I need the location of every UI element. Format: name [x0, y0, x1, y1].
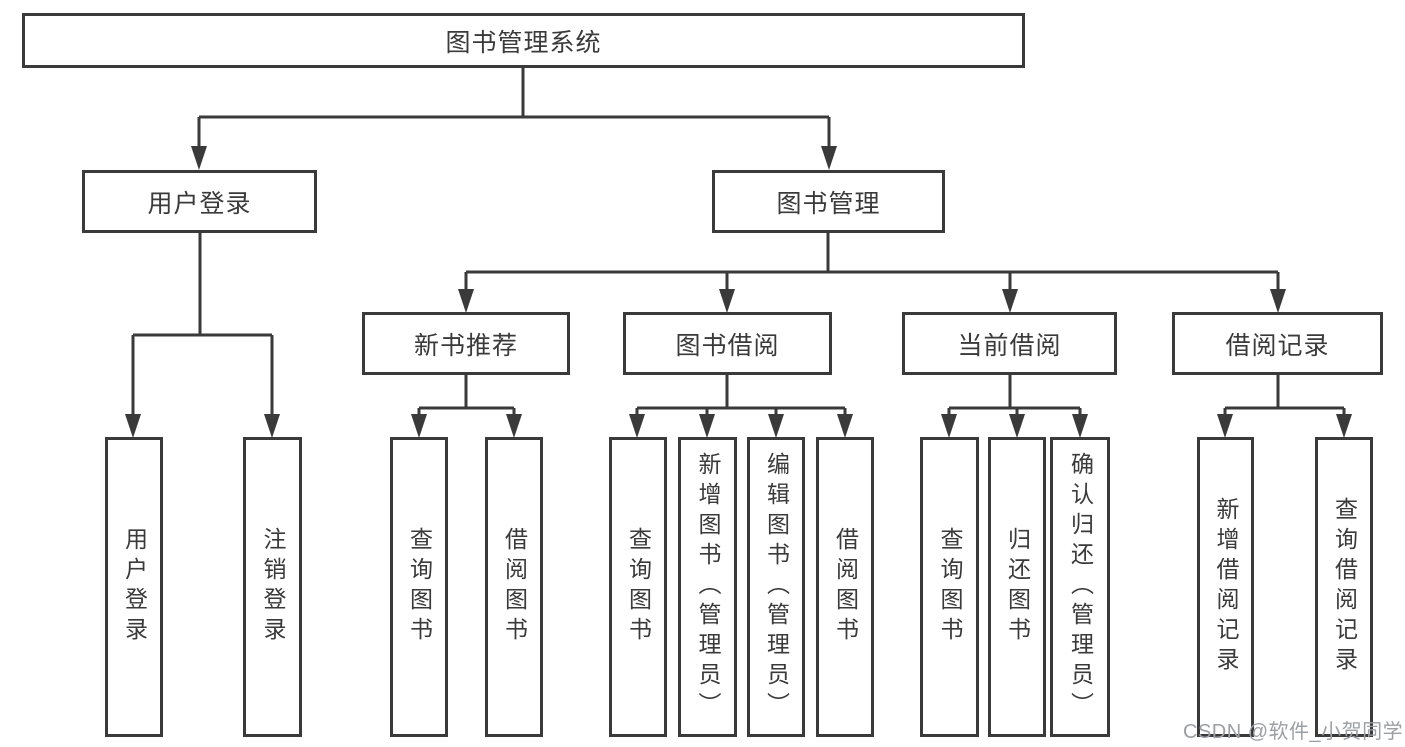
leaf-label: 注销登录 [260, 527, 286, 647]
leaf-label: 新增借阅记录 [1213, 497, 1239, 677]
node-library-system: 图书管理系统 [22, 13, 1025, 68]
leaf-label: 查询图书 [406, 527, 433, 647]
leaf-edit-books-admin: 编辑图书（管理员） [747, 437, 805, 737]
leaf-query-books-3: 查询图书 [920, 437, 979, 737]
node-user-login-branch: 用户登录 [82, 170, 317, 233]
leaf-label: 借阅图书 [832, 527, 859, 647]
node-borrowing-records: 借阅记录 [1172, 312, 1383, 375]
leaf-label: 借阅图书 [501, 527, 528, 647]
leaf-label: 查询图书 [937, 527, 963, 647]
leaf-label: 用户登录 [121, 527, 148, 647]
node-current-borrowing: 当前借阅 [902, 312, 1117, 375]
leaf-borrow-books-2: 借阅图书 [816, 437, 874, 737]
leaf-label: 归还图书 [1004, 527, 1031, 647]
leaf-label: 查询图书 [625, 527, 652, 647]
leaf-add-borrow-record: 新增借阅记录 [1197, 437, 1254, 737]
leaf-add-books-admin: 新增图书（管理员） [678, 437, 737, 737]
leaf-user-login: 用户登录 [105, 437, 163, 737]
node-book-management-branch: 图书管理 [712, 170, 945, 233]
watermark: CSDN @软件_小贺同学 [1183, 721, 1404, 743]
leaf-label: 编辑图书（管理员） [763, 452, 790, 722]
leaf-confirm-return-admin: 确认归还（管理员） [1050, 437, 1110, 737]
leaf-borrow-books-1: 借阅图书 [485, 437, 543, 737]
leaf-query-borrow-record: 查询借阅记录 [1315, 437, 1373, 737]
leaf-logout: 注销登录 [243, 437, 302, 737]
leaf-query-books-2: 查询图书 [609, 437, 667, 737]
leaf-return-books: 归还图书 [988, 437, 1046, 737]
arrowheads [125, 146, 1352, 438]
leaf-label: 查询借阅记录 [1331, 497, 1358, 677]
leaf-label: 确认归还（管理员） [1067, 452, 1094, 722]
node-book-borrowing: 图书借阅 [623, 312, 832, 375]
leaf-query-books-1: 查询图书 [390, 437, 448, 737]
node-new-book-recommend: 新书推荐 [362, 312, 570, 375]
leaf-label: 新增图书（管理员） [695, 452, 721, 722]
